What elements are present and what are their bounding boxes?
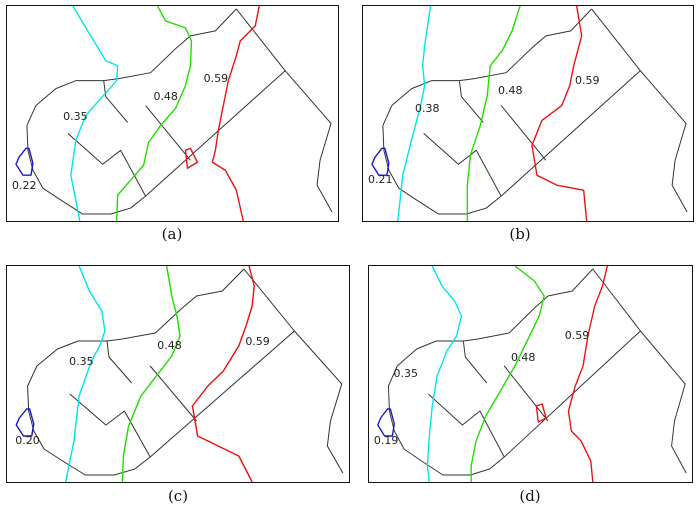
contour-label-cyan: 0.35 <box>63 110 88 124</box>
contour-map <box>371 6 688 221</box>
contour-red <box>191 266 255 482</box>
contour-green <box>466 6 521 221</box>
panel-c: 0.35 0.48 0.59 0.20 <box>6 265 350 483</box>
contour-cyan <box>65 266 106 482</box>
caption-b: (b) <box>509 225 531 243</box>
contour-label-red: 0.59 <box>575 74 600 88</box>
contour-label-green: 0.48 <box>510 350 536 364</box>
panel-d: 0.35 0.48 0.59 0.19 <box>368 265 693 483</box>
contour-label-cyan: 0.35 <box>393 366 418 380</box>
contour-red-loop <box>535 403 547 423</box>
contour-label-blue: 0.21 <box>368 172 393 186</box>
road-outline <box>387 268 687 476</box>
contour-label-cyan: 0.35 <box>69 354 94 368</box>
contour-label-green: 0.48 <box>153 90 178 104</box>
contour-label-red: 0.59 <box>564 328 590 342</box>
contour-green <box>470 266 545 482</box>
contour-label-red: 0.59 <box>203 72 229 86</box>
contour-cyan <box>70 6 119 221</box>
contour-label-blue: 0.19 <box>373 433 399 447</box>
contour-map <box>15 266 344 482</box>
contour-cyan <box>397 6 432 221</box>
road-outline <box>26 8 333 215</box>
panel-a: 0.35 0.48 0.59 0.22 <box>6 5 339 222</box>
contour-red-loop <box>184 147 199 169</box>
caption-a: (a) <box>161 225 183 243</box>
panel-b: 0.38 0.48 0.59 0.21 <box>362 5 694 222</box>
contour-blue-loop <box>371 147 390 176</box>
contour-blue-loop <box>377 408 395 437</box>
contour-cyan <box>426 266 463 482</box>
contour-label-green: 0.48 <box>157 338 182 352</box>
contour-label-cyan: 0.38 <box>415 102 440 116</box>
contour-green <box>115 6 193 221</box>
caption-d: (d) <box>519 487 541 505</box>
contour-blue-loop <box>15 408 35 437</box>
contour-map <box>377 266 687 482</box>
road-outline <box>382 8 688 215</box>
contour-label-red: 0.59 <box>245 334 270 348</box>
road-outline <box>27 268 344 476</box>
caption-c: (c) <box>167 487 189 505</box>
contour-red <box>567 266 609 482</box>
contour-green <box>121 266 181 482</box>
contour-blue-loop <box>15 147 34 176</box>
contour-red <box>211 6 260 221</box>
contour-label-green: 0.48 <box>498 84 523 98</box>
contour-label-blue: 0.22 <box>12 178 37 192</box>
contour-map <box>15 6 333 221</box>
contour-label-blue: 0.20 <box>15 433 40 447</box>
contour-red <box>531 6 588 221</box>
